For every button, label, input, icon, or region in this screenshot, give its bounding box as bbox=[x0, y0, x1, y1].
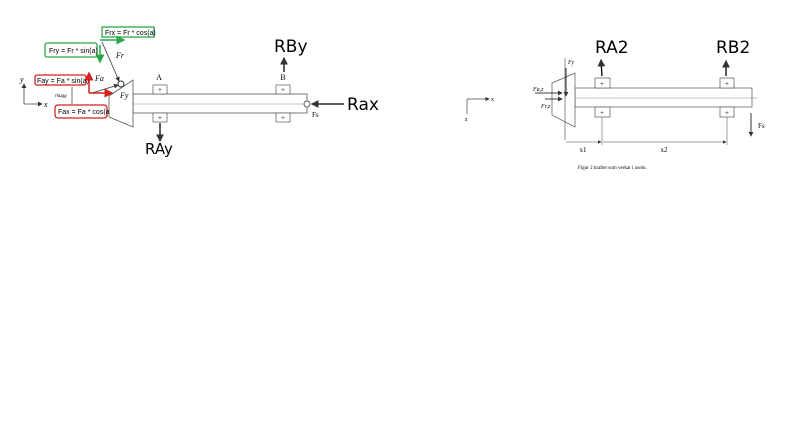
axes-xy: y x bbox=[19, 75, 48, 109]
axis-x-label: x bbox=[43, 100, 48, 109]
rby-label: RBy bbox=[274, 37, 308, 57]
fay-formula: Fay = Fa * sin(a) bbox=[37, 78, 89, 85]
fy-label: Fy bbox=[567, 60, 575, 66]
bearing-a-label: A bbox=[156, 73, 162, 82]
fs-label: Fs bbox=[758, 122, 765, 130]
fax-formula: Fax = Fa * cos(a bbox=[58, 109, 110, 116]
axis-y-label: y bbox=[19, 75, 24, 84]
r-label: rkugg bbox=[55, 94, 67, 99]
bearing-a: + + A bbox=[152, 73, 168, 123]
ra2-label: RA2 bbox=[595, 38, 629, 58]
svg-text:+: + bbox=[725, 80, 729, 88]
axes-xz: x z bbox=[465, 96, 494, 123]
fr-arrow bbox=[101, 41, 120, 82]
svg-text:+: + bbox=[725, 109, 729, 117]
fa-components: Fay = Fa * sin(a) Fax = Fa * cos(a bbox=[34, 71, 114, 119]
rb2-label: RB2 bbox=[716, 38, 750, 58]
svg-text:+: + bbox=[600, 80, 604, 88]
fry-formula: Fry = Fr * sin(a) bbox=[49, 48, 98, 55]
bearing-b-label: B bbox=[280, 73, 285, 82]
svg-text:+: + bbox=[158, 114, 162, 122]
x2-label: x2 bbox=[661, 146, 669, 154]
bearing-b: + + bbox=[719, 77, 735, 118]
x1-label: x1 bbox=[580, 146, 588, 154]
fs-label: Fs bbox=[312, 111, 319, 119]
svg-text:+: + bbox=[600, 109, 604, 117]
axis-x-label: x bbox=[491, 97, 494, 103]
right-diagram: x z Fy Fa,z Fr,z + + + + RA2 RB2 Fs bbox=[465, 38, 765, 171]
ray-label: RAy bbox=[145, 140, 173, 158]
gear bbox=[108, 79, 134, 128]
fy-label: Fy bbox=[119, 91, 129, 100]
fr-label: Fr bbox=[115, 51, 125, 60]
svg-text:+: + bbox=[158, 86, 162, 94]
frx-formula: Frx = Fr * cos(a) bbox=[105, 30, 156, 37]
shaft bbox=[574, 87, 753, 108]
bearing-b: + + B bbox=[275, 73, 291, 123]
left-diagram: y x + + A + + B Fs Fr Fa Fy rk bbox=[19, 26, 379, 158]
axis-z-label: z bbox=[465, 117, 468, 123]
svg-text:+: + bbox=[281, 86, 285, 94]
shaft bbox=[132, 93, 308, 114]
fa-label: Fa bbox=[94, 74, 104, 83]
svg-text:+: + bbox=[281, 114, 285, 122]
frz-label: Fr,z bbox=[540, 104, 551, 110]
dimensions: x1 x2 bbox=[566, 117, 728, 154]
gear bbox=[551, 72, 576, 128]
figure-caption: Figur 2 krafter som verkar i axeln. bbox=[578, 166, 647, 171]
bearing-a: + + bbox=[594, 77, 611, 118]
rax-label: Rax bbox=[347, 95, 379, 115]
fr-components: Frx = Fr * cos(a) Fry = Fr * sin(a) bbox=[44, 26, 156, 64]
faz-label: Fa,z bbox=[532, 87, 544, 93]
